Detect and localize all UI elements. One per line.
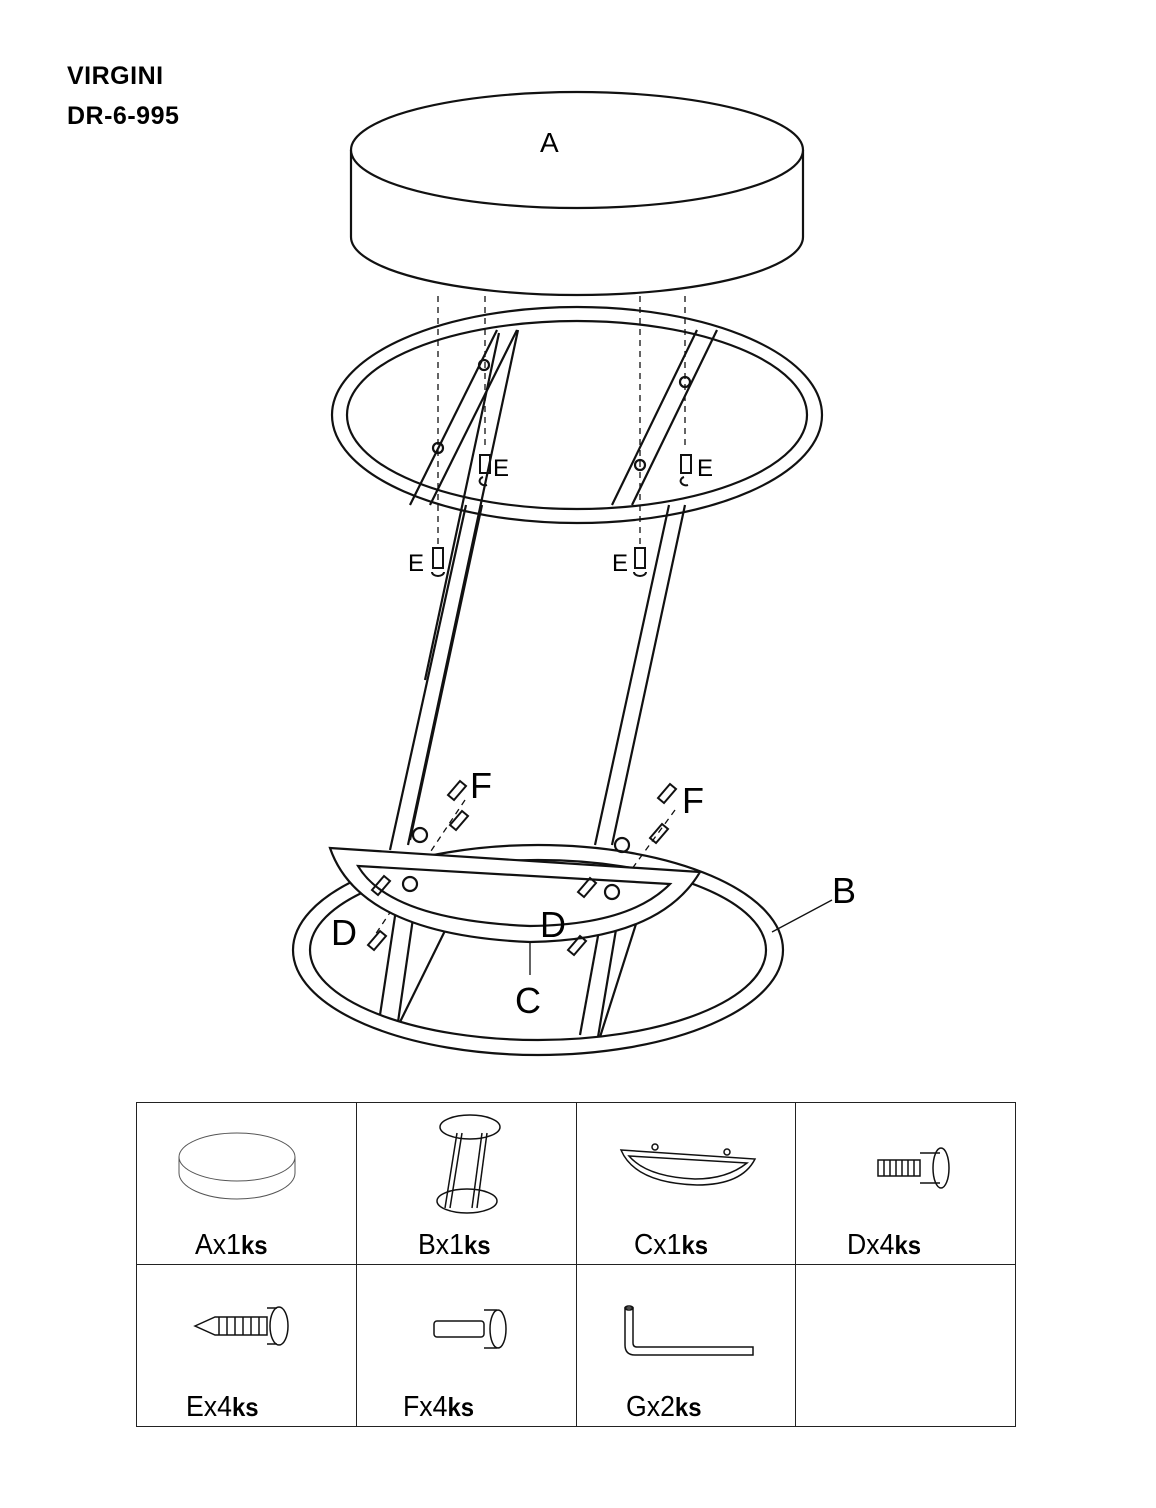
part-unit: ks [674, 1392, 702, 1422]
model-code: DR-6-995 [67, 102, 180, 130]
part-unit: ks [447, 1392, 474, 1422]
part-cell-g: Gx2ks [575, 1264, 797, 1427]
part-unit: ks [894, 1230, 922, 1260]
barrel-bolt-icon [433, 1309, 507, 1349]
frame-part-b [291, 305, 824, 1057]
label-d: D [331, 912, 357, 953]
screws-f [446, 779, 678, 845]
part-cell-b: Bx1ks [355, 1102, 577, 1265]
label-f: F [682, 780, 704, 821]
part-code: Dx4 [847, 1229, 895, 1261]
part-unit: ks [240, 1230, 268, 1260]
part-cell-d: Dx4ks [795, 1102, 1016, 1265]
label-e: E [612, 550, 628, 577]
part-cell-c: Cx1ks [575, 1102, 797, 1265]
label-c: C [515, 980, 541, 1021]
wood-screw-icon [193, 1306, 289, 1346]
label-d: D [540, 904, 566, 945]
part-cell-f: Fx4ks [355, 1264, 577, 1427]
part-unit: ks [463, 1230, 491, 1260]
part-cell-e: Ex4ks [136, 1264, 357, 1427]
label-a: A [540, 127, 559, 158]
part-code: Bx1 [417, 1229, 464, 1261]
seat-part-a [349, 90, 805, 297]
part-code: Gx2 [625, 1391, 675, 1423]
part-unit: ks [680, 1230, 708, 1260]
screws-e [431, 454, 692, 577]
allen-key-icon [623, 1305, 754, 1356]
frame-icon [436, 1114, 501, 1214]
label-b: B [832, 870, 856, 911]
model-name: VIRGINI [67, 62, 164, 90]
part-cell-empty [795, 1264, 1016, 1427]
label-e: E [493, 455, 509, 482]
guide-lines [374, 296, 686, 941]
footrest-icon [619, 1143, 756, 1186]
part-code: Fx4 [402, 1391, 448, 1423]
part-code: Ax1 [195, 1229, 241, 1261]
footrest-part-c [328, 846, 833, 975]
screws-d [366, 874, 598, 957]
label-f: F [470, 765, 492, 806]
parts-list-table: Ax1ks Bx1ks Cx1ks Dx4ks [136, 1102, 1016, 1427]
label-e: E [697, 455, 713, 482]
exploded-assembly-diagram: A E E E E F F D D C B [291, 90, 856, 1057]
part-unit: ks [231, 1392, 259, 1422]
label-e: E [408, 550, 424, 577]
bolt-icon [877, 1147, 950, 1189]
part-code: Cx1 [633, 1229, 681, 1261]
part-code: Ex4 [186, 1391, 232, 1423]
seat-cushion-icon [178, 1132, 296, 1200]
part-cell-a: Ax1ks [136, 1102, 357, 1265]
